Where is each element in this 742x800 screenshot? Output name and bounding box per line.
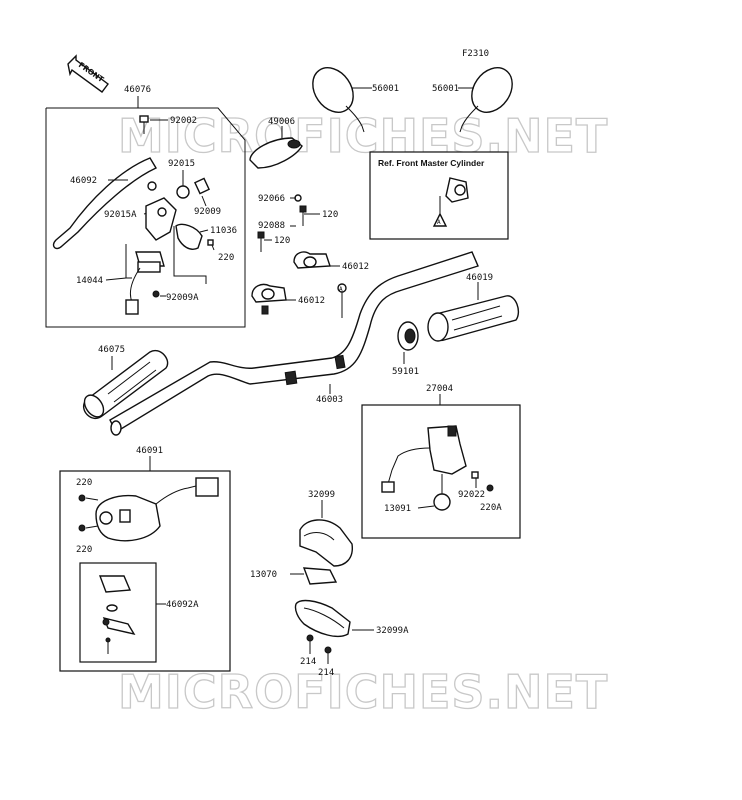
- clamp-bolts: 92066 120 92088 120: [257, 194, 338, 252]
- left-grip-icon: [83, 349, 169, 419]
- label-13091: 13091: [384, 504, 411, 514]
- label-92015: 92015: [168, 159, 195, 169]
- label-14044: 14044: [76, 276, 103, 286]
- label-220-switch-top: 220: [76, 478, 92, 488]
- label-49006: 49006: [268, 117, 295, 127]
- mirror-right-icon: [471, 67, 513, 113]
- mirror-left-icon: [312, 67, 354, 113]
- switch-connector-icon: [195, 477, 219, 497]
- front-arrow-icon: FRONT: [67, 54, 109, 93]
- ref-box-title: Ref. Front Master Cylinder: [378, 158, 485, 168]
- clamp-upper: 46012: [293, 251, 369, 272]
- label-92009A: 92009A: [166, 293, 199, 303]
- ref-box-marker: A: [437, 219, 441, 226]
- label-214-left: 214: [300, 657, 316, 667]
- label-46091: 46091: [136, 446, 163, 456]
- lever-perch-46092A: [98, 575, 132, 593]
- lever-perch: [145, 197, 177, 241]
- housing-cover-upper-icon: [299, 519, 353, 567]
- ref-master-cylinder-box: Ref. Front Master Cylinder A: [369, 151, 509, 240]
- label-46003: 46003: [316, 395, 343, 405]
- label-46075: 46075: [98, 345, 125, 355]
- clamp-lower: 46012: [251, 283, 325, 315]
- shim-icon: [302, 567, 338, 585]
- figure-id: F2310: [462, 49, 489, 59]
- label-220-upper: 220: [218, 253, 234, 263]
- watermark-bottom: MICROFICHES.NET: [118, 665, 608, 719]
- label-46019: 46019: [466, 273, 493, 283]
- label-32099A: 32099A: [376, 626, 409, 636]
- handlebar: A 46003: [109, 251, 479, 436]
- cover-49006: 49006: [249, 117, 303, 169]
- label-46092A: 46092A: [166, 600, 199, 610]
- label-220-switch-bottom: 220: [76, 545, 92, 555]
- label-32099: 32099: [308, 490, 335, 500]
- label-56001-right: 56001: [432, 84, 459, 94]
- throttle-pulley: 59101: [392, 321, 419, 377]
- label-214-right: 214: [318, 668, 334, 678]
- bar-marker: A: [339, 286, 343, 293]
- label-11036: 11036: [210, 226, 237, 236]
- clutch-lever: [52, 157, 158, 250]
- right-grip: 46019: [427, 273, 520, 342]
- mirror-left: 56001: [312, 67, 399, 133]
- label-120-upper: 120: [322, 210, 338, 220]
- throttle-housing-icon: [427, 425, 467, 475]
- housing-cover-lower-icon: [294, 599, 351, 638]
- label-92009: 92009: [194, 207, 221, 217]
- label-46076: 46076: [124, 85, 151, 95]
- clutch-lever-group: 46076 92002 46092 92015 92009 92015A 110…: [45, 85, 246, 328]
- throttle-housing-group: 27004 13091 92022 220A: [361, 384, 521, 539]
- label-120-lower: 120: [274, 236, 290, 246]
- housing-cover-lower: 32099A 214 214: [294, 599, 409, 678]
- label-13070: 13070: [250, 570, 277, 580]
- label-56001-left: 56001: [372, 84, 399, 94]
- label-46012-upper: 46012: [342, 262, 369, 272]
- watermark-top: MICROFICHES.NET: [118, 109, 608, 163]
- label-27004: 27004: [426, 384, 453, 394]
- label-46092: 46092: [70, 176, 97, 186]
- mirror-right: 56001: [432, 67, 513, 133]
- left-switch-group: 46091 220 220 46092A: [59, 446, 231, 672]
- housing-cover-upper: 32099: [299, 490, 353, 567]
- label-92088: 92088: [258, 221, 285, 231]
- left-grip: 46075: [83, 345, 169, 419]
- label-92022: 92022: [458, 490, 485, 500]
- label-46012-lower: 46012: [298, 296, 325, 306]
- housing-shim: 13070: [250, 567, 338, 585]
- label-92002: 92002: [170, 116, 197, 126]
- label-59101: 59101: [392, 367, 419, 377]
- label-220A: 220A: [480, 503, 502, 513]
- label-92015A: 92015A: [104, 210, 137, 220]
- label-92066: 92066: [258, 194, 285, 204]
